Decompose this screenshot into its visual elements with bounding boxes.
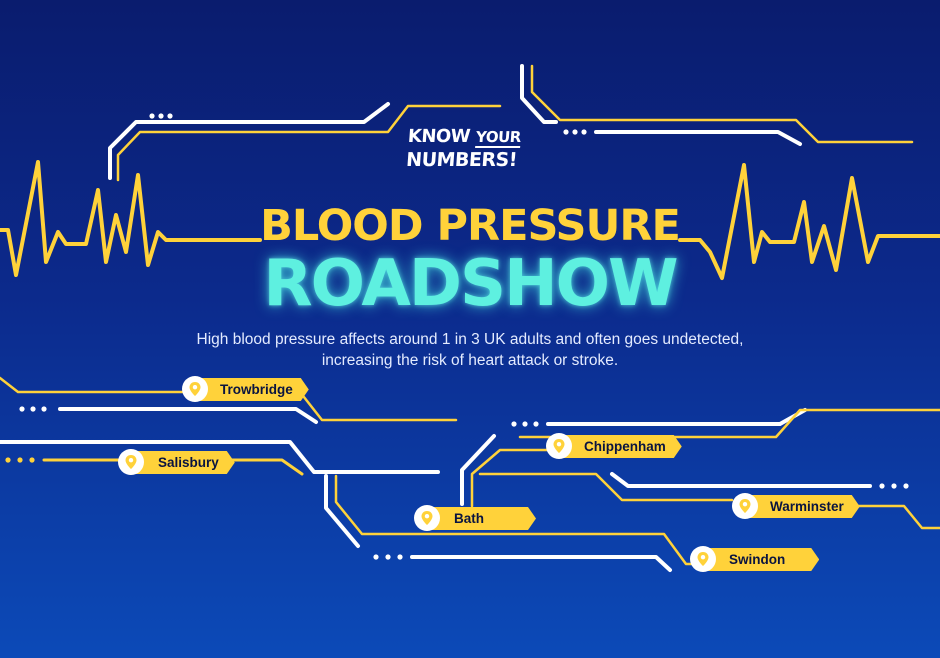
location-name: Trowbridge [220,382,293,397]
circuit-line [850,504,940,530]
circuit-line [546,408,807,426]
subtitle-line-2: increasing the risk of heart attack or s… [321,352,619,369]
circuit-line [334,474,698,566]
circuit-line [530,64,914,144]
location-name: Bath [454,511,484,526]
location-label-salisbury: Salisbury [132,451,235,474]
heartbeat-line-right [678,163,940,280]
location-label-warminster: Warminster [744,495,860,518]
circuit-line [0,440,440,474]
map-pin-icon [546,433,572,459]
circuit-line [116,104,502,182]
circuit-line [478,472,734,502]
logo-numbers: NUMBERS! [405,149,518,171]
circuit-line [324,474,360,548]
circuit-line [174,102,390,124]
location-label-trowbridge: Trowbridge [194,378,309,401]
circuit-line [610,472,872,488]
know-your-numbers-logo: KNOW YOUR NUMBERS! [405,126,539,171]
title-blood-pressure: BLOOD PRESSURE [260,201,681,251]
circuit-line [470,448,550,508]
dots-decoration [19,113,909,560]
subtitle-line-1: High blood pressure affects around 1 in … [196,331,744,348]
location-label-swindon: Swindon [703,548,819,571]
location-name: Chippenham [584,439,666,454]
map-pin-icon [182,376,208,402]
location-name: Warminster [770,499,844,514]
circuit-line [460,434,496,506]
location-name: Swindon [729,552,786,567]
circuit-line [594,130,802,146]
heartbeat-line-left [0,160,262,277]
map-pin-icon [732,493,758,519]
logo-know: KNOW [407,126,471,147]
title-roadshow: ROADSHOW [263,247,678,321]
dots-decoration [5,457,35,463]
subtitle: High blood pressure affects around 1 in … [120,329,820,371]
map-pin-icon [414,505,440,531]
map-pin-icon [690,546,716,572]
logo-your: YOUR [475,128,522,148]
location-label-chippenham: Chippenham [558,435,682,458]
circuit-line [108,120,178,180]
location-label-bath: Bath [428,507,536,530]
location-name: Salisbury [158,455,219,470]
circuit-line [410,555,672,572]
circuit-line [58,407,318,424]
circuit-line [520,64,558,124]
map-pin-icon [118,449,144,475]
